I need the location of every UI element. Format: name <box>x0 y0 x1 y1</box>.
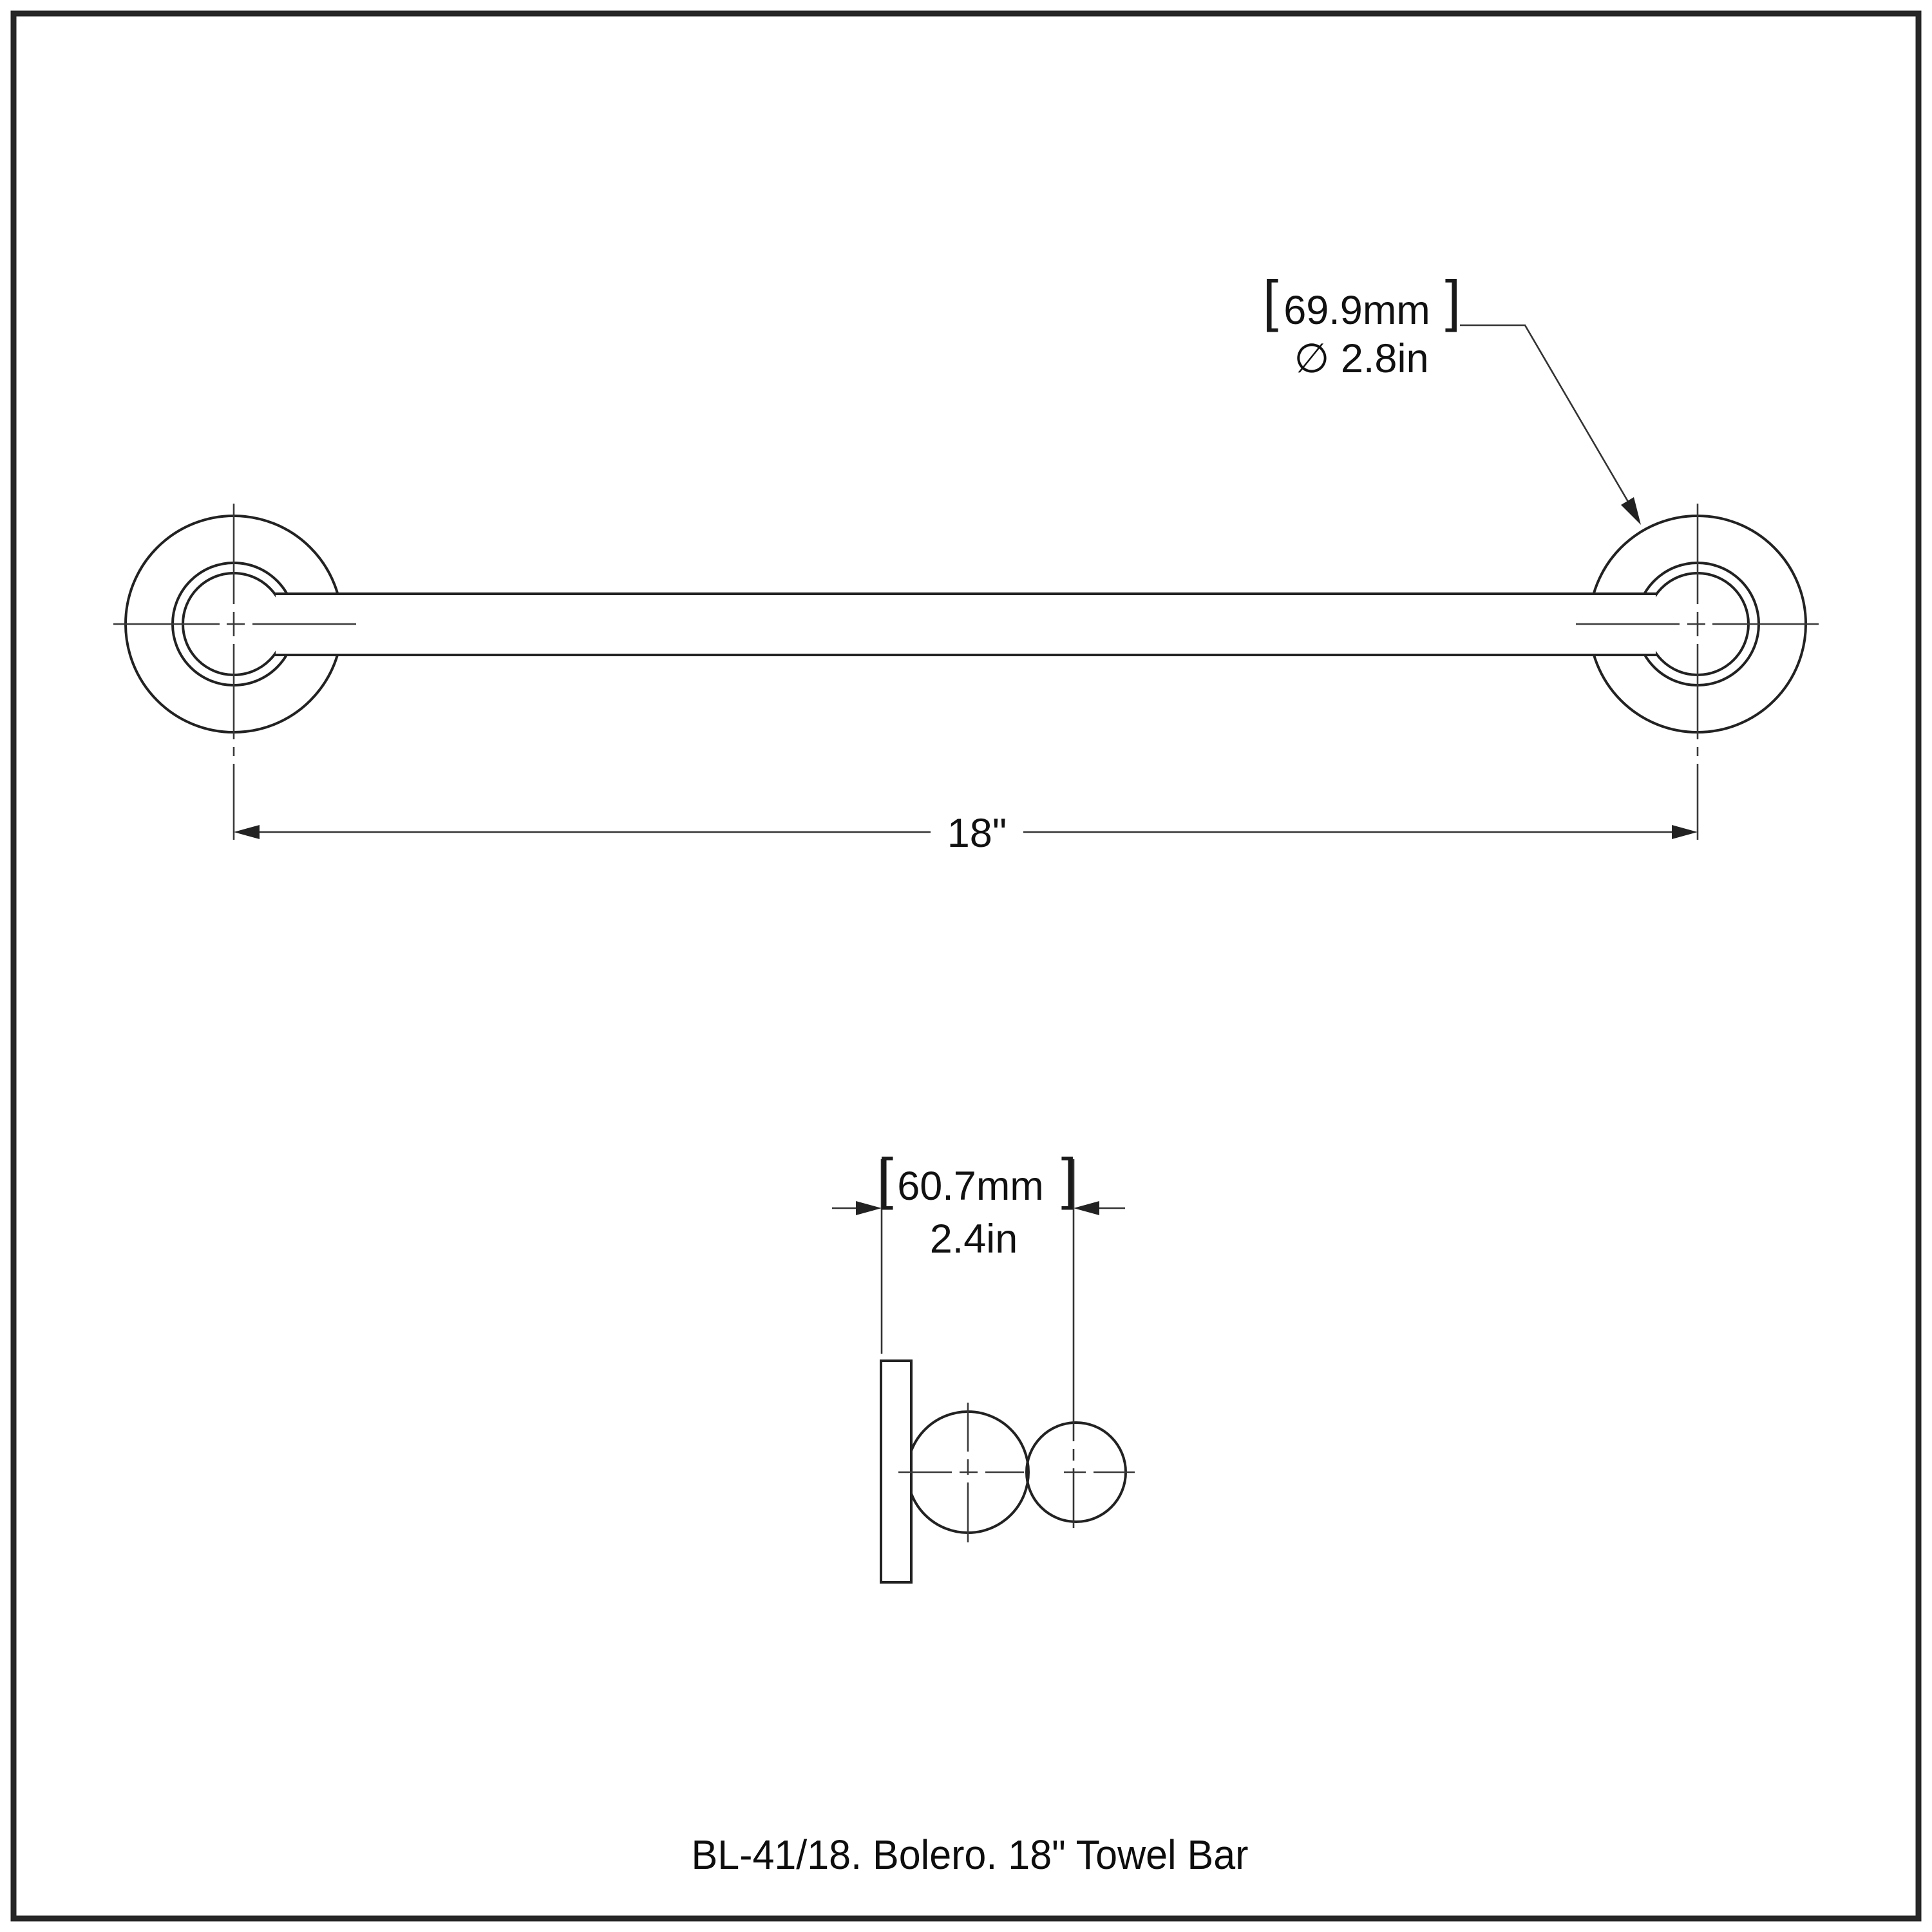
flange-note-open-bracket: [ <box>1263 269 1278 332</box>
flange-note-imperial-value: ∅ 2.8in <box>1294 336 1429 381</box>
towel-bar-body <box>276 595 1656 654</box>
length-dimension: 18" <box>234 811 1698 856</box>
flange-note-leader-arrow <box>1621 497 1641 525</box>
depth-note-metric-value: 60.7mm <box>897 1164 1044 1209</box>
flange-diameter-annotation: [ 69.9mm ] ∅ 2.8in <box>1263 269 1641 525</box>
flange-note-close-bracket: ] <box>1445 269 1461 332</box>
drawing-caption: BL-41/18. Bolero. 18" Towel Bar <box>692 1832 1249 1878</box>
depth-dimension: [ 60.7mm ] 2.4in <box>832 1146 1125 1262</box>
depth-note-open-bracket: [ <box>878 1146 893 1210</box>
depth-dimension-arrow-left <box>856 1201 882 1215</box>
length-dimension-label: 18" <box>947 811 1007 856</box>
depth-dimension-arrow-right <box>1074 1201 1099 1215</box>
depth-note-imperial-value: 2.4in <box>930 1217 1018 1262</box>
depth-note-close-bracket: ] <box>1061 1146 1077 1210</box>
right-flange-centerlines <box>1576 504 1819 840</box>
side-view-centerlines <box>880 1159 1135 1542</box>
flange-note-metric-value: 69.9mm <box>1283 288 1430 333</box>
side-view: [ 60.7mm ] 2.4in <box>832 1146 1135 1584</box>
page-border <box>10 10 1922 1922</box>
left-flange-centerlines <box>113 504 356 840</box>
front-view: 18" [ 69.9mm ] ∅ 2.8in <box>113 269 1819 856</box>
flange-note-leader-line <box>1460 324 1631 506</box>
length-dimension-arrow-left <box>234 825 260 839</box>
length-dimension-arrow-right <box>1672 825 1698 839</box>
